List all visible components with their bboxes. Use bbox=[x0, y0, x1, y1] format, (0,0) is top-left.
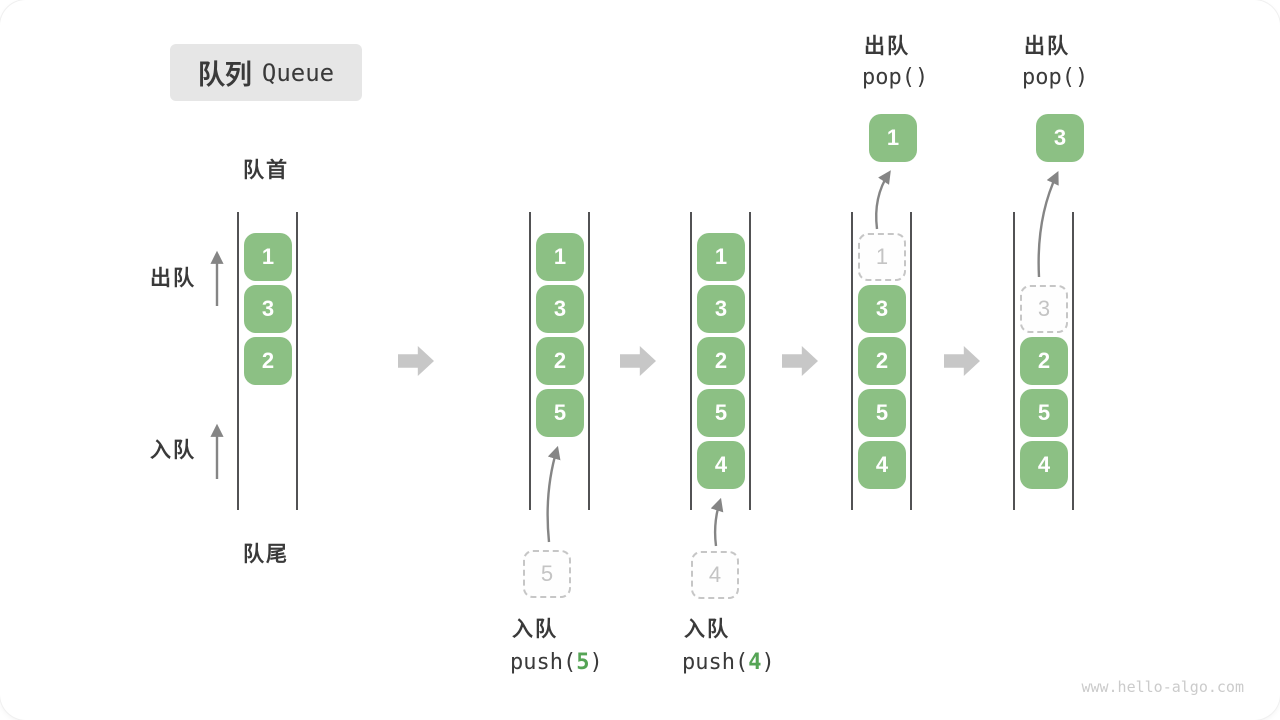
queue-cell: 2 bbox=[1020, 337, 1068, 385]
ghost-cell-staged: 5 bbox=[523, 550, 571, 598]
queue-front-label: 队首 bbox=[243, 159, 289, 182]
queue-wall bbox=[1013, 212, 1015, 510]
queue-wall bbox=[749, 212, 751, 510]
pop1-arrow bbox=[875, 170, 891, 230]
next-state-arrow-icon bbox=[620, 346, 656, 376]
queue-cell: 5 bbox=[536, 389, 584, 437]
queue-wall bbox=[237, 212, 239, 510]
queue-cell: 1 bbox=[244, 233, 292, 281]
pop1-code: pop() bbox=[862, 65, 929, 90]
ghost-cell-popped: 3 bbox=[1020, 285, 1068, 333]
push5-code: push(5) bbox=[510, 650, 603, 675]
queue-cell: 5 bbox=[1020, 389, 1068, 437]
code-prefix: push( bbox=[510, 650, 577, 675]
queue-wall bbox=[529, 212, 531, 510]
dequeue-op-label: 出队 bbox=[1024, 35, 1070, 58]
queue-wall bbox=[588, 212, 590, 510]
popped-cell: 3 bbox=[1036, 114, 1084, 162]
title-zh: 队列 bbox=[197, 60, 252, 90]
push4-code: push(4) bbox=[682, 650, 775, 675]
queue-wall bbox=[1072, 212, 1074, 510]
queue-cell: 4 bbox=[697, 441, 745, 489]
queue-cell: 3 bbox=[536, 285, 584, 333]
enqueue-side-label: 入队 bbox=[150, 439, 196, 462]
queue-cell: 4 bbox=[858, 441, 906, 489]
enqueue-op-label: 入队 bbox=[512, 618, 558, 641]
dequeue-side-label: 出队 bbox=[150, 267, 196, 290]
queue-cell: 1 bbox=[536, 233, 584, 281]
queue-cell: 2 bbox=[697, 337, 745, 385]
title-badge: 队列 Queue bbox=[170, 44, 362, 101]
queue-wall bbox=[851, 212, 853, 510]
queue-cell: 2 bbox=[858, 337, 906, 385]
code-prefix: push( bbox=[682, 650, 749, 675]
enqueue-op-label: 入队 bbox=[684, 618, 730, 641]
queue-cell: 5 bbox=[858, 389, 906, 437]
queue-wall bbox=[910, 212, 912, 510]
next-state-arrow-icon bbox=[944, 346, 980, 376]
next-state-arrow-icon bbox=[398, 346, 434, 376]
title-en: Queue bbox=[261, 58, 335, 87]
queue-cell: 1 bbox=[697, 233, 745, 281]
code-suffix: ) bbox=[761, 650, 775, 675]
queue-cell: 2 bbox=[244, 337, 292, 385]
push4-arrow bbox=[710, 497, 724, 547]
queue-wall bbox=[296, 212, 298, 510]
queue-cell: 2 bbox=[536, 337, 584, 385]
watermark: www.hello-algo.com bbox=[1081, 678, 1244, 696]
pop3-arrow bbox=[1037, 171, 1059, 278]
queue-rear-label: 队尾 bbox=[243, 543, 289, 566]
queue-cell: 3 bbox=[858, 285, 906, 333]
code-argument: 5 bbox=[576, 650, 590, 675]
queue-cell: 3 bbox=[244, 285, 292, 333]
queue-cell: 3 bbox=[697, 285, 745, 333]
popped-cell: 1 bbox=[869, 114, 917, 162]
queue-wall bbox=[690, 212, 692, 510]
next-state-arrow-icon bbox=[782, 346, 818, 376]
dequeue-op-label: 出队 bbox=[864, 35, 910, 58]
code-argument: 4 bbox=[748, 650, 762, 675]
pop3-code: pop() bbox=[1022, 65, 1089, 90]
push5-arrow bbox=[546, 445, 561, 543]
queue-cell: 5 bbox=[697, 389, 745, 437]
queue-cell: 4 bbox=[1020, 441, 1068, 489]
ghost-cell-staged: 4 bbox=[691, 551, 739, 599]
code-suffix: ) bbox=[589, 650, 603, 675]
ghost-cell-popped: 1 bbox=[858, 233, 906, 281]
